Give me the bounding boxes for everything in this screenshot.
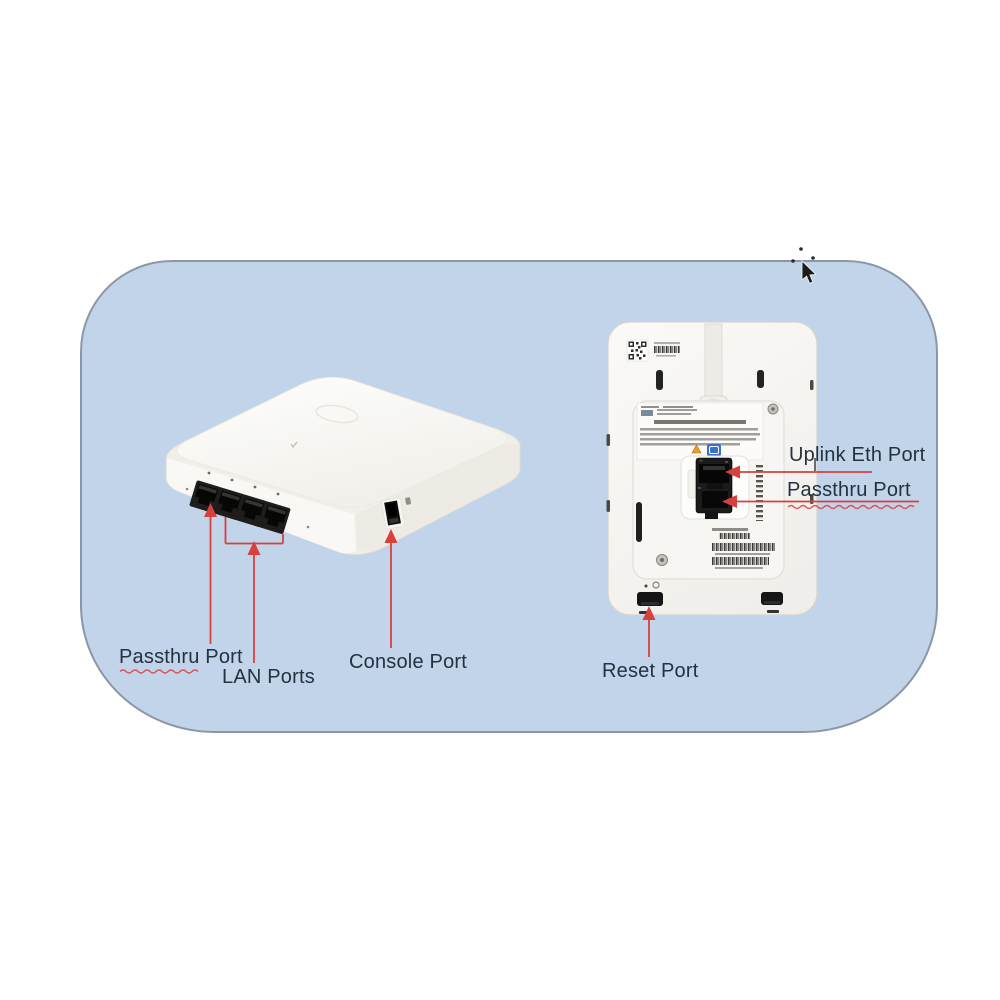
edge-notch — [810, 380, 814, 390]
label-reset-port: Reset Port — [602, 660, 699, 682]
annotations — [119, 458, 919, 674]
barcode-icon — [654, 342, 680, 357]
vertical-barcode-icon — [756, 464, 763, 521]
warning-triangle-icon — [691, 444, 702, 454]
port-led-dot — [253, 485, 257, 489]
plate-slot — [636, 502, 642, 542]
port-led-dot — [276, 492, 280, 496]
arrow-up-reset — [642, 606, 656, 620]
label-console-port: Console Port — [349, 651, 468, 673]
reset-tab-icon — [637, 592, 663, 606]
face-hole — [306, 525, 310, 529]
product-label-sticker — [636, 402, 764, 461]
arrow-left-uplink — [725, 465, 740, 479]
passthru-port-jack — [702, 491, 728, 508]
led-mark — [290, 441, 298, 449]
port-led-dot — [230, 478, 234, 482]
label-passthru-port-rear: Passthru Port — [787, 479, 911, 501]
rj45-port-icon — [258, 501, 291, 534]
rj45-port-icon — [189, 480, 222, 513]
tab-foot — [767, 610, 779, 613]
face-hole — [185, 487, 189, 491]
squiggle-underline-passthru-rear — [787, 504, 915, 510]
mouse-cursor-icon — [791, 247, 817, 284]
arrow-up-console — [384, 529, 398, 543]
bottom-barcodes — [712, 528, 775, 569]
screw-icon — [656, 554, 668, 566]
front-device-illustration — [165, 376, 521, 555]
qr-code-icon — [626, 339, 649, 362]
console-port-icon — [381, 497, 405, 530]
screw-icon — [767, 403, 779, 415]
label-uplink-eth-port: Uplink Eth Port — [789, 444, 926, 466]
label-passthru-port-front: Passthru Port — [119, 646, 243, 668]
console-mark — [405, 497, 411, 505]
logo-emboss — [315, 404, 359, 424]
port-led-dot — [207, 471, 211, 475]
hanger-slot — [757, 370, 764, 388]
label-lan-ports: LAN Ports — [222, 666, 315, 688]
arrow-left-passthru-rear — [722, 495, 737, 508]
reset-dot-icon — [644, 584, 648, 588]
power-symbol-icon — [652, 581, 660, 589]
edge-notch — [606, 500, 610, 512]
mounting-channel — [704, 323, 723, 401]
bottom-tab-icon — [761, 592, 783, 605]
squiggle-underline-passthru-front — [119, 669, 199, 674]
rj45-port-icon — [235, 494, 268, 527]
arrow-up-passthru-front — [204, 503, 217, 517]
hanger-slot — [656, 370, 663, 390]
rear-device-illustration — [606, 321, 818, 616]
certification-badge-icon — [707, 444, 721, 456]
edge-notch — [606, 434, 610, 446]
arrow-up-lan — [247, 541, 261, 555]
rj45-port-icon — [212, 487, 245, 520]
